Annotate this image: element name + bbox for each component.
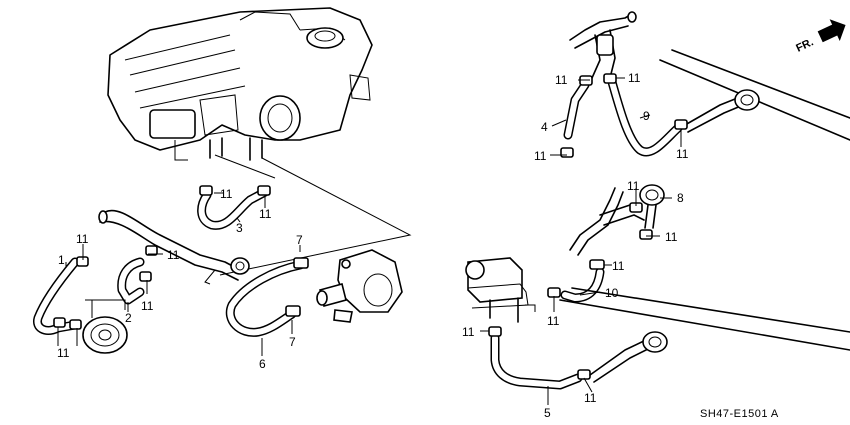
callout-9: 9 <box>643 109 650 123</box>
oil-cooler-illustration <box>82 299 128 354</box>
hose-10 <box>560 267 605 303</box>
callout-11: 11 <box>584 391 597 405</box>
callout-3: 3 <box>236 221 243 235</box>
callout-11: 11 <box>220 187 233 201</box>
callout-11: 11 <box>462 325 475 339</box>
hose-clamp-icon <box>257 185 271 196</box>
hose-clamp-icon <box>603 73 617 84</box>
heater-pipe-right <box>659 49 850 141</box>
front-arrow-icon <box>817 19 846 43</box>
callout-2: 2 <box>125 311 132 325</box>
hose-clamp-icon <box>285 305 301 317</box>
callout-10: 10 <box>605 286 619 300</box>
callout-11: 11 <box>628 71 641 85</box>
hose-clamp-icon <box>139 271 152 282</box>
hose-2 <box>117 257 145 305</box>
callout-11: 11 <box>534 149 547 163</box>
callout-11: 11 <box>676 147 689 161</box>
valve-unit-illustration <box>465 257 536 323</box>
hose-clamp-icon <box>589 259 605 270</box>
callout-5: 5 <box>544 406 551 420</box>
direction-label: FR. <box>794 36 815 54</box>
callout-6: 6 <box>259 357 266 371</box>
hose-clamp-icon <box>488 326 502 337</box>
heater-pipe-lower <box>559 287 850 383</box>
callout-11: 11 <box>627 179 640 193</box>
callout-1: 1 <box>58 253 65 267</box>
upper-pipe-assembly <box>569 11 637 79</box>
hose-clamp-icon <box>674 119 688 130</box>
hose-8 <box>639 184 665 229</box>
hose-clamp-icon <box>639 229 653 240</box>
hose-clamp-icon <box>199 185 213 196</box>
engine-leader-lines <box>214 154 412 276</box>
bypass-pipe-assembly <box>569 187 645 256</box>
hose-9 <box>607 77 683 157</box>
hose-clamp-icon <box>293 257 309 269</box>
callout-11: 11 <box>167 248 180 262</box>
callout-11: 11 <box>612 259 625 273</box>
callout-11: 11 <box>555 73 568 87</box>
hose-3 <box>197 187 270 230</box>
callout-leaders <box>57 77 682 405</box>
callout-11: 11 <box>547 314 560 328</box>
callout-11: 11 <box>57 346 70 360</box>
diagram-code: SH47-E1501 A <box>700 408 779 420</box>
callout-11: 11 <box>665 230 678 244</box>
hose-clamp-icon <box>547 287 561 298</box>
water-pipe <box>98 209 250 285</box>
callout-11: 11 <box>76 232 89 246</box>
callout-4: 4 <box>541 120 548 134</box>
thermostat-housing-illustration <box>316 249 403 323</box>
callout-8: 8 <box>677 191 684 205</box>
hose-clamp-icon <box>145 245 158 256</box>
hose-clamp-icon <box>577 369 591 380</box>
hose-1 <box>33 257 80 335</box>
hose-4 <box>563 80 590 140</box>
callout-7: 7 <box>289 335 296 349</box>
callout-11: 11 <box>141 299 154 313</box>
callout-11: 11 <box>259 207 272 221</box>
callout-7: 7 <box>296 233 303 247</box>
hose-clamp-icon <box>53 317 66 328</box>
hose-clamp-icon <box>560 147 574 158</box>
engine-manifold-illustration <box>107 7 373 161</box>
hose-6 <box>225 260 305 337</box>
hose-5 <box>490 333 583 390</box>
hose-clamp-icon <box>69 319 82 330</box>
